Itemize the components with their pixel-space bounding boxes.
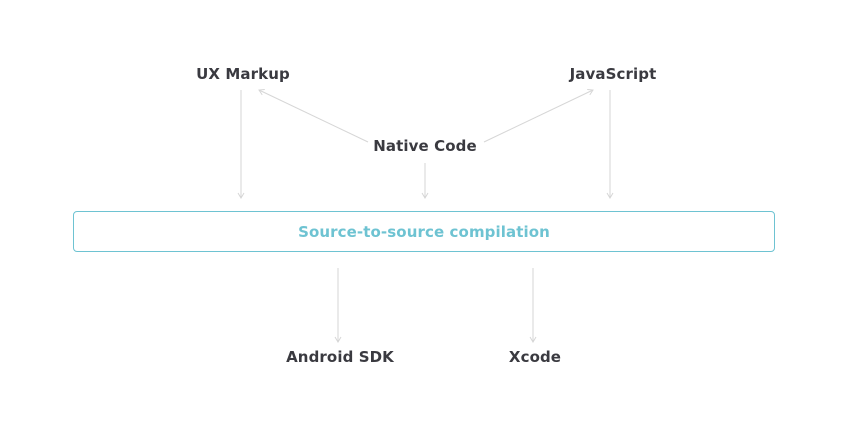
- node-android-sdk: Android SDK: [286, 348, 394, 366]
- node-native-code: Native Code: [373, 137, 477, 155]
- arrow-native-to-ux: [258, 88, 369, 143]
- node-javascript: JavaScript: [569, 65, 657, 83]
- node-xcode: Xcode: [508, 348, 562, 366]
- compilation-box: Source-to-source compilation: [73, 211, 775, 252]
- compilation-label: Source-to-source compilation: [298, 222, 550, 241]
- node-ux-markup: UX Markup: [196, 65, 290, 83]
- arrow-native-to-js: [483, 88, 594, 143]
